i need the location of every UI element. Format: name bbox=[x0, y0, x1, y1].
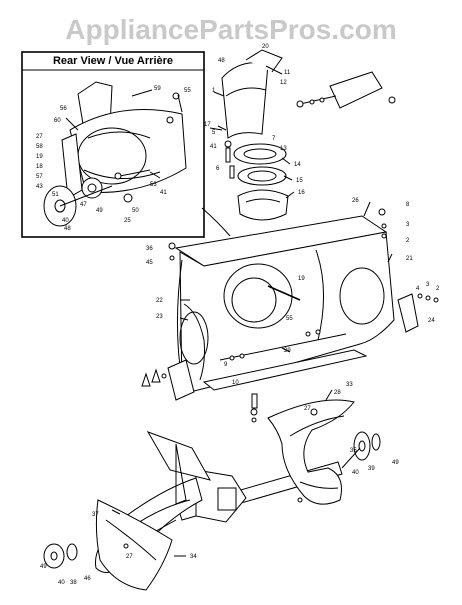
part-label: 49 bbox=[40, 564, 47, 570]
part-label: 14 bbox=[294, 162, 301, 168]
rear-view-inset bbox=[21, 51, 205, 238]
part-label: 23 bbox=[156, 314, 163, 320]
part-label: 39 bbox=[368, 466, 375, 472]
inset-part-label: 43 bbox=[36, 184, 43, 190]
part-label: 5 bbox=[212, 130, 216, 136]
inset-part-label: 59 bbox=[154, 86, 161, 92]
part-label: 22 bbox=[156, 298, 163, 304]
auger-housing bbox=[168, 208, 395, 395]
discharge-chute bbox=[217, 49, 396, 221]
chute-body bbox=[221, 62, 269, 139]
part-label: 33 bbox=[346, 382, 353, 388]
part-label: 6 bbox=[216, 166, 220, 172]
chute-base bbox=[237, 189, 289, 221]
housing-left-side-hole bbox=[179, 311, 209, 365]
part-label: 49 bbox=[392, 460, 399, 466]
part-label: 48 bbox=[218, 58, 225, 64]
inset-leader bbox=[201, 207, 231, 237]
inset-part-label: 57 bbox=[36, 174, 43, 180]
inset-part-label: 60 bbox=[54, 118, 61, 124]
part-label: 11 bbox=[284, 70, 291, 76]
inset-part-label: 41 bbox=[160, 190, 167, 196]
part-label: 4 bbox=[416, 286, 420, 292]
part-label: 36 bbox=[146, 246, 153, 252]
part-label: 45 bbox=[146, 260, 153, 266]
part-label: 29 bbox=[284, 348, 291, 354]
part-label: 26 bbox=[352, 198, 359, 204]
inset-part-label: 56 bbox=[60, 106, 67, 112]
part-label: 40 bbox=[352, 470, 359, 476]
part-label: 27 bbox=[304, 406, 311, 412]
auger-assembly bbox=[43, 399, 381, 591]
part-label: 1 bbox=[212, 88, 216, 94]
housing-right-opening bbox=[339, 267, 385, 325]
inset-part-label: 19 bbox=[36, 154, 43, 160]
center-bolt-stack bbox=[250, 393, 258, 423]
inset-frame bbox=[21, 51, 205, 238]
part-label: 12 bbox=[280, 80, 287, 86]
inset-part-label: 40 bbox=[62, 218, 69, 224]
part-label: 10 bbox=[232, 380, 239, 386]
inset-part-label: 27 bbox=[36, 134, 43, 140]
part-label: 21 bbox=[406, 256, 413, 262]
part-label: 37 bbox=[92, 512, 99, 518]
part-label: 2 bbox=[406, 238, 410, 244]
part-number-labels: 20 48 11 12 1 17 5 7 13 14 15 16 41 6 26… bbox=[40, 44, 440, 586]
part-label: 7 bbox=[272, 136, 276, 142]
part-label: 46 bbox=[84, 576, 91, 582]
part-label: 55 bbox=[286, 316, 293, 322]
part-label: 38 bbox=[70, 580, 77, 586]
part-label: 19 bbox=[298, 276, 305, 282]
part-label: 20 bbox=[262, 44, 269, 50]
part-label: 28 bbox=[334, 390, 341, 396]
part-label: 34 bbox=[190, 554, 197, 560]
inset-part-label: 51 bbox=[52, 192, 59, 198]
left-skid-shoe bbox=[167, 359, 195, 401]
part-label: 17 bbox=[204, 122, 211, 128]
part-label: 3 bbox=[426, 282, 430, 288]
part-label: 41 bbox=[210, 144, 217, 150]
part-label: 9 bbox=[224, 362, 228, 368]
inset-part-label: 25 bbox=[124, 218, 131, 224]
part-label: 8 bbox=[406, 202, 410, 208]
auger-left-bearing bbox=[43, 543, 65, 569]
part-label: 40 bbox=[58, 580, 65, 586]
chute-deflector bbox=[245, 49, 283, 73]
part-label: 27 bbox=[126, 554, 133, 560]
part-label: 15 bbox=[296, 178, 303, 184]
part-label: 35 bbox=[350, 448, 357, 454]
auger-left-end-flight bbox=[95, 499, 173, 591]
part-label: 24 bbox=[428, 318, 435, 324]
inset-part-label: 58 bbox=[36, 144, 43, 150]
inset-part-label: 55 bbox=[184, 88, 191, 94]
auger-paddle-upper bbox=[146, 431, 212, 481]
part-label: 2 bbox=[436, 286, 440, 292]
part-label: 3 bbox=[406, 222, 410, 228]
inset-part-label: 50 bbox=[132, 208, 139, 214]
inset-part-label: 18 bbox=[36, 164, 43, 170]
housing-rod bbox=[267, 285, 301, 301]
auger-right-bearing bbox=[353, 431, 371, 461]
leader-lines bbox=[111, 91, 393, 557]
chute-crank-bracket bbox=[329, 71, 383, 109]
housing-left-opening bbox=[223, 263, 293, 329]
chute-flange bbox=[233, 143, 287, 165]
inset-part-labels: 59 55 56 60 27 58 19 18 57 43 51 47 49 4… bbox=[36, 86, 191, 232]
right-skid-shoe bbox=[397, 293, 419, 333]
part-label: 13 bbox=[280, 146, 287, 152]
inset-part-label: 53 bbox=[150, 182, 157, 188]
skid-shoes bbox=[141, 293, 439, 401]
scraper-bar bbox=[202, 349, 368, 391]
inset-part-label: 48 bbox=[64, 226, 71, 232]
chute-ring bbox=[237, 166, 287, 186]
inset-part-label: 47 bbox=[80, 202, 87, 208]
inset-part-label: 49 bbox=[96, 208, 103, 214]
inset-gearbox bbox=[81, 177, 103, 199]
inset-title: Rear View / Vue Arrière bbox=[52, 55, 174, 67]
auger-right-flight bbox=[267, 399, 355, 505]
part-label: 16 bbox=[298, 190, 305, 196]
